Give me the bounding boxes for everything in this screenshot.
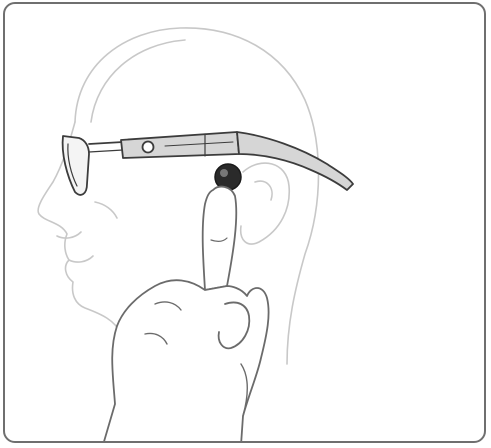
illustration-frame [3, 2, 486, 443]
glasses-usage-illustration [5, 4, 486, 443]
index-finger [203, 187, 237, 290]
temple-arm-rear [237, 132, 353, 190]
lens-frame [63, 136, 89, 195]
bridge-lower [89, 150, 123, 152]
bridge [89, 142, 123, 144]
smart-glasses [63, 132, 353, 195]
hand-palm [103, 280, 269, 443]
hand-pressing [103, 187, 269, 443]
camera-lens-icon [143, 142, 154, 153]
